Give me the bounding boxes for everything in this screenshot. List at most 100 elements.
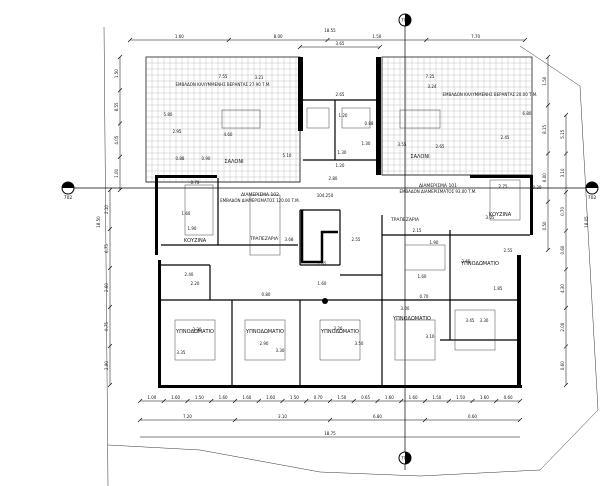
- dimension-tick: [161, 398, 166, 404]
- dimension-tick: [563, 305, 569, 311]
- svg-text:7.55: 7.55: [219, 74, 228, 79]
- section-marker-label: 705: [401, 18, 409, 23]
- dimension-tick: [232, 398, 238, 404]
- dimension-value: 6.00: [542, 173, 547, 182]
- dimension-tick: [470, 398, 475, 404]
- dimension-tick: [107, 382, 113, 388]
- svg-text:2.65: 2.65: [462, 259, 471, 264]
- svg-text:1.30: 1.30: [338, 150, 347, 155]
- dimension-tick: [107, 343, 113, 349]
- svg-text:3.50: 3.50: [355, 341, 364, 346]
- svg-text:6.80: 6.80: [523, 111, 532, 116]
- dimension-tick: [327, 398, 333, 404]
- apt101-area: ΕΜΒΑΔΟΝ ΔΙΑΜΕΡΙΣΜΑΤΟΣ 93.00 Τ.Μ.: [399, 189, 476, 194]
- svg-text:2.95: 2.95: [173, 129, 182, 134]
- dimension-tick: [545, 151, 551, 156]
- exterior-walls: [155, 57, 533, 388]
- dimension-value: 0.70: [560, 207, 565, 216]
- dimension-tick: [377, 44, 383, 50]
- dimension-value: 4.05: [114, 135, 119, 144]
- dimension-tick: [545, 199, 551, 204]
- apt101-title: ΔΙΑΜΕΡΙΣΜΑ 101: [419, 183, 457, 189]
- dimension-tick: [325, 37, 330, 43]
- dimension-total: 18.75: [324, 431, 336, 436]
- dimension-value: 1.50: [337, 395, 346, 400]
- dimension-value: 0.50: [542, 221, 547, 230]
- level-mark: 104.250: [317, 193, 334, 198]
- dimension-value: 2.90: [104, 361, 109, 370]
- section-marker-right: 702: [585, 181, 599, 201]
- dimension-tick: [422, 417, 428, 423]
- dimension-tick: [107, 304, 113, 310]
- svg-text:5.80: 5.80: [164, 112, 173, 117]
- dimension-tick: [399, 398, 404, 404]
- dimension-value: 1.50: [290, 395, 299, 400]
- svg-text:3.68: 3.68: [285, 237, 294, 242]
- dimension-value: 1.60: [385, 395, 394, 400]
- svg-text:3.05: 3.05: [486, 215, 495, 220]
- dimension-value: 0.60: [468, 414, 477, 419]
- dimension-tick: [517, 398, 523, 404]
- dimension-tick: [375, 398, 380, 404]
- svg-text:3.10: 3.10: [426, 334, 435, 339]
- dimension-value: 7.20: [183, 414, 192, 419]
- dimension-value: 1.60: [219, 395, 228, 400]
- dimension-tick: [563, 382, 569, 388]
- dimension-tick: [297, 44, 303, 50]
- dimension-value: 3.10: [278, 414, 287, 419]
- svg-text:1.90: 1.90: [430, 240, 439, 245]
- svg-text:2.20: 2.20: [191, 281, 200, 286]
- dimension-value: 8.55: [114, 102, 119, 111]
- dimension-tick: [545, 247, 551, 253]
- dimension-value: 8.15: [542, 124, 547, 133]
- dimension-tick: [545, 103, 551, 108]
- dimension-tick: [117, 54, 123, 60]
- dimension-tick: [422, 398, 428, 404]
- svg-text:1.30: 1.30: [362, 141, 371, 146]
- dimension-tick: [563, 228, 569, 233]
- svg-text:2.75: 2.75: [499, 184, 508, 189]
- dimension-tick: [522, 37, 528, 43]
- svg-text:3.45: 3.45: [466, 318, 475, 323]
- dimension-total: 18.55: [324, 28, 336, 33]
- svg-text:1.60: 1.60: [318, 281, 327, 286]
- dimension-value: 0.65: [361, 395, 370, 400]
- bedroom-4-label: ΥΠΝΟΔΩΜΑΤΙΟ: [392, 316, 431, 322]
- svg-text:2.40: 2.40: [185, 272, 194, 277]
- svg-text:2.55: 2.55: [352, 237, 361, 242]
- dimension-value: 3.65: [336, 41, 345, 46]
- dimension-value: 1.50: [542, 76, 547, 85]
- dimension-value: 1.60: [171, 395, 180, 400]
- room-labels: ΣΑΛΟΝΙ ΣΑΛΟΝΙ ΔΙΑΜΕΡΙΣΜΑ 102 ΕΜΒΑΔΟΝ ΔΙΑ…: [175, 154, 512, 335]
- dimension-tick: [117, 154, 123, 159]
- dimension-value: 0.60: [560, 361, 565, 370]
- dimension-tick: [117, 121, 123, 126]
- svg-text:3.30: 3.30: [193, 327, 202, 332]
- dimension-value: 1.50: [456, 395, 465, 400]
- dimension-value: 8.00: [274, 34, 283, 39]
- svg-text:3.24: 3.24: [428, 84, 437, 89]
- svg-text:2.80: 2.80: [329, 176, 338, 181]
- svg-text:5.10: 5.10: [283, 153, 292, 158]
- dimension-tick: [117, 187, 123, 193]
- dimension-tick: [563, 151, 569, 156]
- svg-text:1.60: 1.60: [418, 274, 427, 279]
- dimension-value: 1.60: [266, 395, 275, 400]
- site-boundary-right: [519, 45, 599, 471]
- dimension-value: 2.00: [560, 322, 565, 331]
- dimension-value: 0.70: [314, 395, 323, 400]
- bedroom-2-label: ΥΠΝΟΔΩΜΑΤΙΟ: [245, 329, 284, 335]
- bedroom-1-label: ΥΠΝΟΔΩΜΑΤΙΟ: [175, 329, 214, 335]
- dimension-total: 18.05: [584, 216, 589, 228]
- dimension-value: 5.15: [560, 129, 565, 138]
- bedroom-5-label: ΥΠΝΟΔΩΜΑΤΙΟ: [460, 261, 499, 267]
- svg-text:3.21: 3.21: [255, 75, 264, 80]
- dimension-tick: [117, 88, 123, 93]
- bedroom-3-label: ΥΠΝΟΔΩΜΑΤΙΟ: [320, 329, 359, 335]
- svg-text:7.25: 7.25: [426, 74, 435, 79]
- dimension-tick: [280, 398, 285, 404]
- svg-text:0.80: 0.80: [262, 292, 271, 297]
- svg-text:0.88: 0.88: [365, 121, 374, 126]
